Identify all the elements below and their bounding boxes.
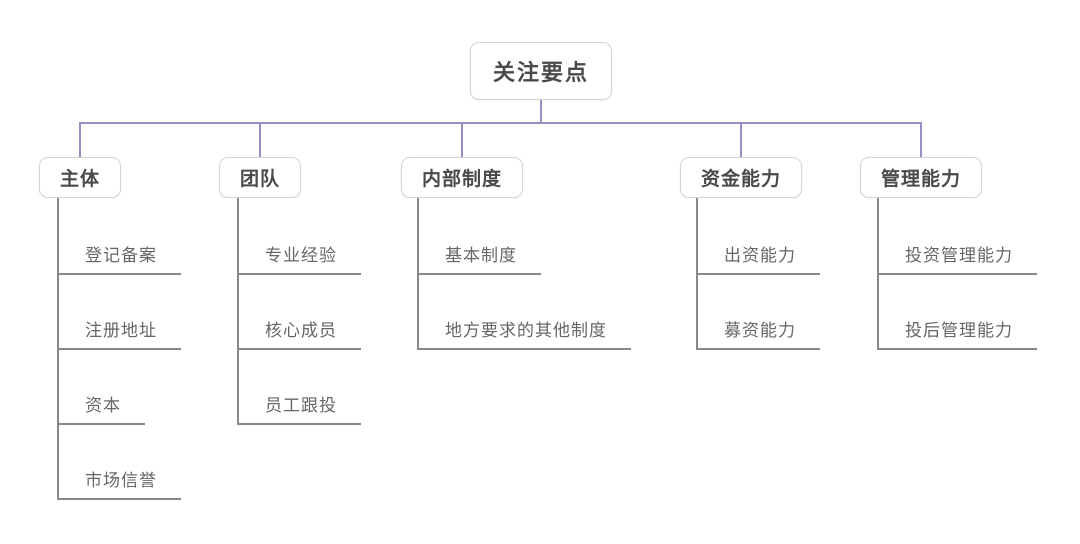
- branch-node-guanlinengli[interactable]: 管理能力: [859, 157, 983, 198]
- leaf-node[interactable]: 投后管理能力: [877, 275, 1037, 350]
- connector-root-drop: [540, 100, 542, 124]
- connector-bus: [80, 122, 922, 124]
- leaf-node[interactable]: 出资能力: [696, 200, 820, 275]
- connector-drop-5: [920, 122, 922, 158]
- branch-node-tuandui[interactable]: 团队: [218, 157, 302, 198]
- leaf-node[interactable]: 地方要求的其他制度: [417, 275, 631, 350]
- leaf-node[interactable]: 基本制度: [417, 200, 541, 275]
- root-node[interactable]: 关注要点: [469, 42, 613, 100]
- connector-drop-3: [461, 122, 463, 158]
- branch-column-zhuti: 登记备案 注册地址 资本 市场信誉: [57, 198, 181, 500]
- leaf-node[interactable]: 员工跟投: [237, 350, 361, 425]
- leaf-node[interactable]: 募资能力: [696, 275, 820, 350]
- connector-drop-4: [740, 122, 742, 158]
- leaf-node[interactable]: 登记备案: [57, 200, 181, 275]
- trunk-line: [57, 198, 59, 500]
- trunk-line: [696, 198, 698, 350]
- branch-column-zijinnengli: 出资能力 募资能力: [696, 198, 820, 350]
- branch-node-zhuti[interactable]: 主体: [38, 157, 122, 198]
- branch-column-neibuzhidu: 基本制度 地方要求的其他制度: [417, 198, 631, 350]
- connector-drop-2: [259, 122, 261, 158]
- branch-node-zijinnengli[interactable]: 资金能力: [679, 157, 803, 198]
- trunk-line: [877, 198, 879, 350]
- leaf-node[interactable]: 核心成员: [237, 275, 361, 350]
- leaf-node[interactable]: 注册地址: [57, 275, 181, 350]
- leaf-node[interactable]: 专业经验: [237, 200, 361, 275]
- branch-column-guanlinengli: 投资管理能力 投后管理能力: [877, 198, 1037, 350]
- leaf-node[interactable]: 市场信誉: [57, 425, 181, 500]
- connector-drop-1: [79, 122, 81, 158]
- trunk-line: [417, 198, 419, 350]
- trunk-line: [237, 198, 239, 425]
- branch-column-tuandui: 专业经验 核心成员 员工跟投: [237, 198, 361, 425]
- branch-node-neibuzhidu[interactable]: 内部制度: [400, 157, 524, 198]
- leaf-node[interactable]: 投资管理能力: [877, 200, 1037, 275]
- leaf-node[interactable]: 资本: [57, 350, 145, 425]
